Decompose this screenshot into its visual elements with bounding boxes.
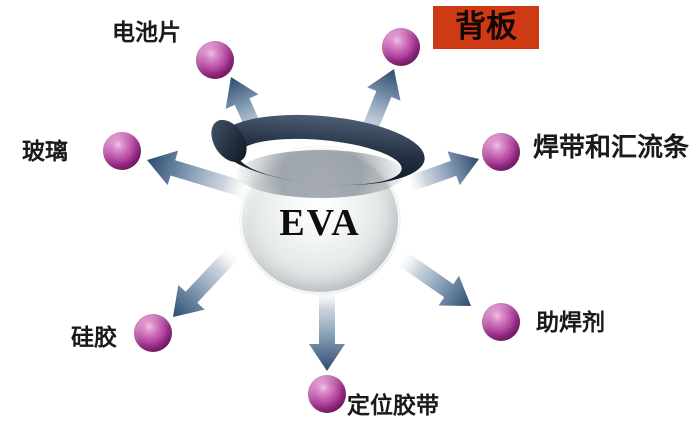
node-sphere-battery (196, 41, 234, 79)
node-label-tape: 定位胶带 (347, 393, 439, 418)
eva-label: EVA (279, 202, 361, 244)
arrow-to-flux (398, 252, 471, 306)
arrow-to-ribbon (407, 151, 479, 192)
arrow-to-flux-shape (398, 252, 471, 306)
node-sphere-silicone (134, 314, 172, 352)
node-label-flux: 助焊剂 (536, 310, 605, 335)
arrow-to-tape-shape (309, 291, 345, 371)
eva-ball: EVA (240, 146, 400, 294)
arrow-to-backsheet (356, 69, 401, 146)
arrow-to-tape (309, 291, 345, 371)
node-label-backsheet: 背板 (433, 6, 539, 49)
node-label-battery: 电池片 (112, 20, 181, 45)
arrow-to-silicone-shape (173, 248, 238, 317)
node-label-glass: 玻璃 (22, 139, 68, 164)
node-sphere-glass (103, 132, 141, 170)
node-label-silicone: 硅胶 (71, 325, 117, 350)
arrow-to-battery-shape (225, 77, 270, 150)
node-sphere-ribbon (482, 133, 520, 171)
node-label-ribbon: 焊带和汇流条 (533, 133, 690, 162)
arrow-to-ribbon-shape (407, 151, 479, 192)
arrow-to-backsheet-shape (356, 69, 401, 146)
node-sphere-tape (308, 375, 346, 413)
arrow-to-glass-shape (147, 150, 249, 198)
node-sphere-backsheet (382, 28, 420, 66)
arrow-to-silicone (173, 248, 238, 317)
arrow-to-battery (225, 77, 270, 150)
node-sphere-flux (482, 303, 520, 341)
arrow-to-glass (147, 150, 249, 198)
